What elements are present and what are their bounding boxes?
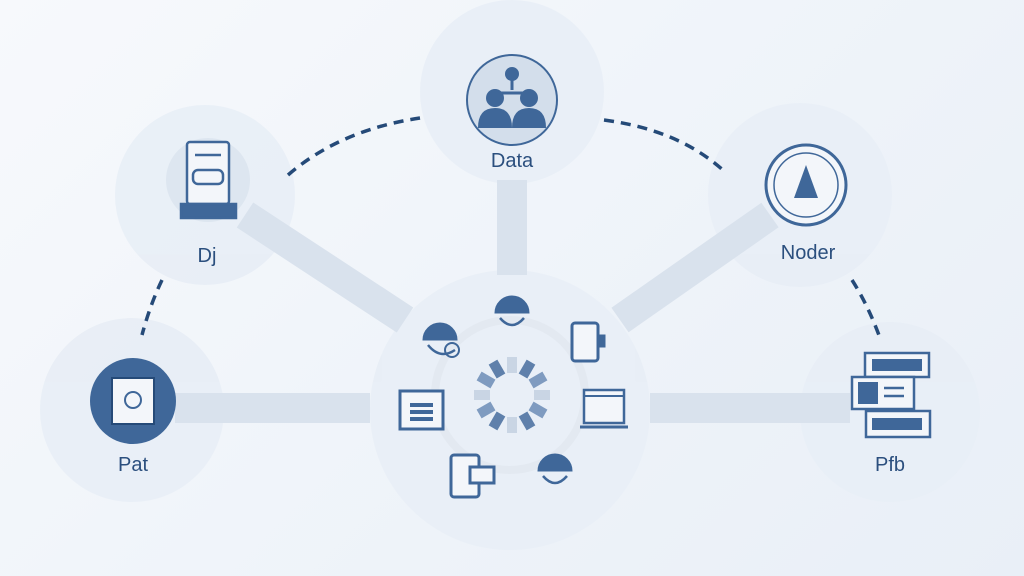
spinner-segment <box>528 371 548 389</box>
spinner-segment <box>474 390 490 400</box>
noder-node-label: Noder <box>781 242 836 264</box>
pat-node[interactable]: Pat <box>90 358 176 476</box>
headset-icon <box>422 322 460 358</box>
spinner-segment <box>534 390 550 400</box>
headset-icon <box>494 295 530 327</box>
spinner-segment <box>476 371 496 389</box>
connector-dj <box>236 202 414 333</box>
machine-icon <box>166 138 250 222</box>
spinner-segment <box>518 411 536 431</box>
hub-spinner-icon <box>474 357 550 433</box>
pfb-node-label: Pfb <box>875 454 905 476</box>
connector-noder <box>611 202 779 333</box>
connectors <box>175 180 850 423</box>
laptop-icon <box>580 388 628 429</box>
pat-node-label: Pat <box>118 454 148 476</box>
spinner-segment <box>507 417 517 433</box>
hub-devices <box>398 295 628 499</box>
dashed-link-noder-pfb <box>850 279 882 339</box>
spinner-segment <box>488 359 506 379</box>
dashed-link-data-noder <box>603 118 727 174</box>
compass-icon <box>764 143 848 227</box>
document-frame-icon <box>90 358 176 444</box>
profile-cards-icon <box>850 351 932 439</box>
spinner-segment <box>476 401 496 419</box>
headset-icon <box>537 453 573 485</box>
data-node[interactable]: Data <box>466 54 558 172</box>
dashed-link-dj-data <box>286 116 421 177</box>
spinner-segment <box>488 411 506 431</box>
tablet-icon <box>449 453 496 499</box>
dashed-link-dj-pat <box>140 279 164 336</box>
smartphone-icon <box>570 321 606 363</box>
dashed-links <box>140 116 882 339</box>
spinner-segment <box>518 359 536 379</box>
spinner-segment <box>507 357 517 373</box>
noder-node[interactable]: Noder <box>764 143 848 264</box>
data-node-label: Data <box>491 150 534 172</box>
spinner-segment <box>528 401 548 419</box>
pfb-node[interactable]: Pfb <box>850 351 932 476</box>
dj-node-label: Dj <box>198 245 217 267</box>
dj-node[interactable]: Dj <box>166 138 250 267</box>
document-list-icon <box>398 389 445 431</box>
